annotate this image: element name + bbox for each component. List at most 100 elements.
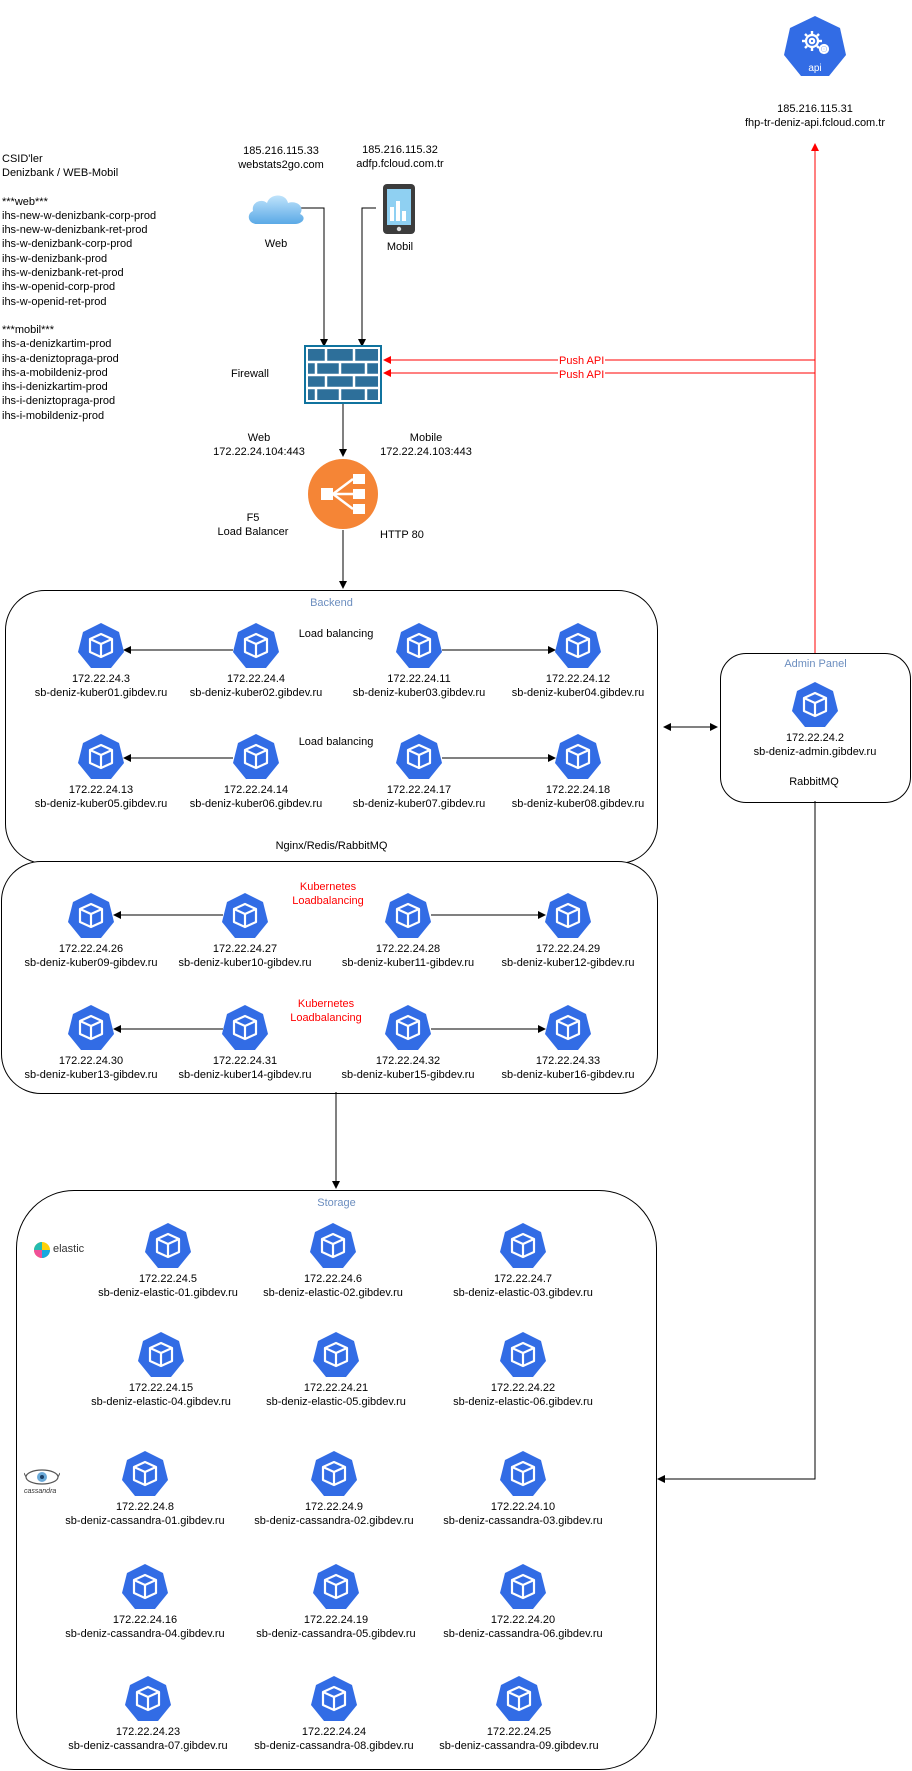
backend-node-host: sb-deniz-kuber08.gibdev.ru xyxy=(511,798,645,810)
mobile-client-label: Mobil xyxy=(386,241,414,253)
kubernetes-node-icon xyxy=(791,681,839,729)
csid-subtitle: Denizbank / WEB-Mobil xyxy=(2,167,119,180)
kubernetes-node-icon xyxy=(232,622,280,670)
backend-node-ip: 172.22.24.11 xyxy=(387,673,451,685)
k8s-node-host: sb-deniz-kuber16-gibdev.ru xyxy=(501,1069,635,1081)
storage-node-host: sb-deniz-elastic-03.gibdev.ru xyxy=(453,1287,593,1299)
kubernetes-node-icon xyxy=(499,1222,547,1270)
kubernetes-node-icon xyxy=(137,1331,185,1379)
push-api-label-1: Push API xyxy=(558,354,606,368)
csid-title: CSID'ler xyxy=(2,153,43,165)
backend-lb-label-1: Load balancing xyxy=(276,627,396,641)
csid-item: ihs-a-mobildeniz-prod xyxy=(2,366,108,379)
storage-node-host: sb-deniz-cassandra-08.gibdev.ru xyxy=(254,1740,414,1752)
backend-node-ip: 172.22.24.13 xyxy=(68,784,134,796)
cloud-icon xyxy=(248,195,304,224)
kubernetes-node-icon xyxy=(312,1331,360,1379)
kubernetes-node-icon xyxy=(67,892,115,940)
storage-node-ip: 172.22.24.7 xyxy=(493,1273,553,1285)
k8s-node-ip: 172.22.24.27 xyxy=(212,943,278,955)
backend-node-host: sb-deniz-kuber05.gibdev.ru xyxy=(34,798,168,810)
k8s-node-ip: 172.22.24.30 xyxy=(58,1055,124,1067)
firewall-icon xyxy=(304,345,382,404)
csid-item: ihs-new-w-denizbank-corp-prod xyxy=(2,209,157,222)
csid-item: ihs-i-mobildeniz-prod xyxy=(2,409,105,422)
kubernetes-node-icon xyxy=(499,1331,547,1379)
cassandra-logo-text: cassandra xyxy=(24,1488,57,1495)
admin-to-storage-line xyxy=(657,801,816,1483)
storage-node-host: sb-deniz-cassandra-03.gibdev.ru xyxy=(443,1515,603,1527)
backend-title: Backend xyxy=(310,597,353,609)
k8s-node-host: sb-deniz-kuber10-gibdev.ru xyxy=(178,957,312,969)
k8s-node-ip: 172.22.24.31 xyxy=(212,1055,278,1067)
backend-node-ip: 172.22.24.18 xyxy=(545,784,611,796)
storage-node-ip: 172.22.24.10 xyxy=(490,1501,556,1513)
web-to-firewall-line xyxy=(297,207,328,347)
k8s-node-ip: 172.22.24.33 xyxy=(535,1055,601,1067)
storage-node-host: sb-deniz-elastic-02.gibdev.ru xyxy=(263,1287,403,1299)
f5-name-2: Load Balancer xyxy=(217,526,289,538)
backend-node-host: sb-deniz-kuber03.gibdev.ru xyxy=(352,687,486,699)
f5-web-addr: 172.22.24.104:443 xyxy=(213,446,305,458)
csid-item: ihs-a-deniztopraga-prod xyxy=(2,352,119,365)
mobile-client-host: adfp.fcloud.com.tr xyxy=(356,158,444,170)
f5-mobile-label: Mobile xyxy=(409,432,443,444)
k8s-node-host: sb-deniz-kuber09-gibdev.ru xyxy=(24,957,158,969)
storage-node-ip: 172.22.24.5 xyxy=(138,1273,198,1285)
storage-node-host: sb-deniz-cassandra-06.gibdev.ru xyxy=(443,1628,603,1640)
elastic-logo-text: elastic xyxy=(53,1243,85,1255)
csid-mobil-header: ***mobil*** xyxy=(2,323,54,336)
kubernetes-node-icon xyxy=(221,892,269,940)
kubernetes-node-icon xyxy=(499,1450,547,1498)
kubernetes-node-icon xyxy=(395,622,443,670)
backend-node-ip: 172.22.24.12 xyxy=(545,673,611,685)
backend-node-ip: 172.22.24.3 xyxy=(71,673,131,685)
k8s-node-ip: 172.22.24.26 xyxy=(58,943,124,955)
storage-node-ip: 172.22.24.22 xyxy=(490,1382,556,1394)
mobile-client-ip: 185.216.115.32 xyxy=(362,144,438,156)
cassandra-eye-icon xyxy=(23,1469,61,1485)
kubernetes-node-icon xyxy=(77,622,125,670)
kubernetes-node-icon xyxy=(77,733,125,781)
kubernetes-node-icon xyxy=(67,1004,115,1052)
elastic-logo: elastic xyxy=(33,1241,84,1262)
k8s-lb-label-2b: Loadbalancing xyxy=(290,1012,362,1024)
admin-panel-title: Admin Panel xyxy=(784,658,847,670)
storage-node-host: sb-deniz-cassandra-09.gibdev.ru xyxy=(439,1740,599,1752)
kubernetes-node-icon xyxy=(124,1675,172,1723)
storage-node-host: sb-deniz-cassandra-04.gibdev.ru xyxy=(65,1628,225,1640)
csid-item: ihs-w-denizbank-prod xyxy=(2,252,108,265)
csid-item: ihs-w-openid-corp-prod xyxy=(2,281,116,294)
api-host: fhp-tr-deniz-api.fcloud.com.tr xyxy=(745,117,885,129)
kubernetes-node-icon xyxy=(499,1563,547,1611)
k8s-node-ip: 172.22.24.29 xyxy=(535,943,601,955)
api-icon xyxy=(784,16,846,76)
mobile-phone-icon xyxy=(383,184,415,234)
k8s-node-ip: 172.22.24.32 xyxy=(375,1055,441,1067)
kubernetes-node-icon xyxy=(544,892,592,940)
admin-panel-group: Admin Panel xyxy=(720,653,911,803)
kubernetes-node-icon xyxy=(554,733,602,781)
f5-web-label: Web xyxy=(247,432,271,444)
storage-node-host: sb-deniz-elastic-04.gibdev.ru xyxy=(91,1396,231,1408)
k8s-node-host: sb-deniz-kuber11-gibdev.ru xyxy=(341,957,475,969)
backend-node-host: sb-deniz-kuber01.gibdev.ru xyxy=(34,687,168,699)
kubernetes-node-icon xyxy=(384,1004,432,1052)
storage-title: Storage xyxy=(317,1197,356,1209)
storage-node-host: sb-deniz-elastic-06.gibdev.ru xyxy=(453,1396,593,1408)
csid-item: ihs-a-denizkartim-prod xyxy=(2,338,112,351)
k8s-lb-label-1b: Loadbalancing xyxy=(292,895,364,907)
backend-node-host: sb-deniz-kuber02.gibdev.ru xyxy=(189,687,323,699)
csid-item: ihs-i-deniztopraga-prod xyxy=(2,395,116,408)
storage-node-host: sb-deniz-elastic-05.gibdev.ru xyxy=(266,1396,406,1408)
k8s-cluster-group xyxy=(1,861,658,1094)
f5-http-label: HTTP 80 xyxy=(380,529,424,541)
backend-node-ip: 172.22.24.17 xyxy=(386,784,452,796)
admin-footer: RabbitMQ xyxy=(789,776,839,788)
csid-item: ihs-w-openid-ret-prod xyxy=(2,295,107,308)
kubernetes-node-icon xyxy=(554,622,602,670)
admin-node-ip: 172.22.24.2 xyxy=(785,732,845,744)
storage-node-host: sb-deniz-cassandra-02.gibdev.ru xyxy=(254,1515,414,1527)
k8s-lb-label-2a: Kubernetes xyxy=(297,998,355,1010)
